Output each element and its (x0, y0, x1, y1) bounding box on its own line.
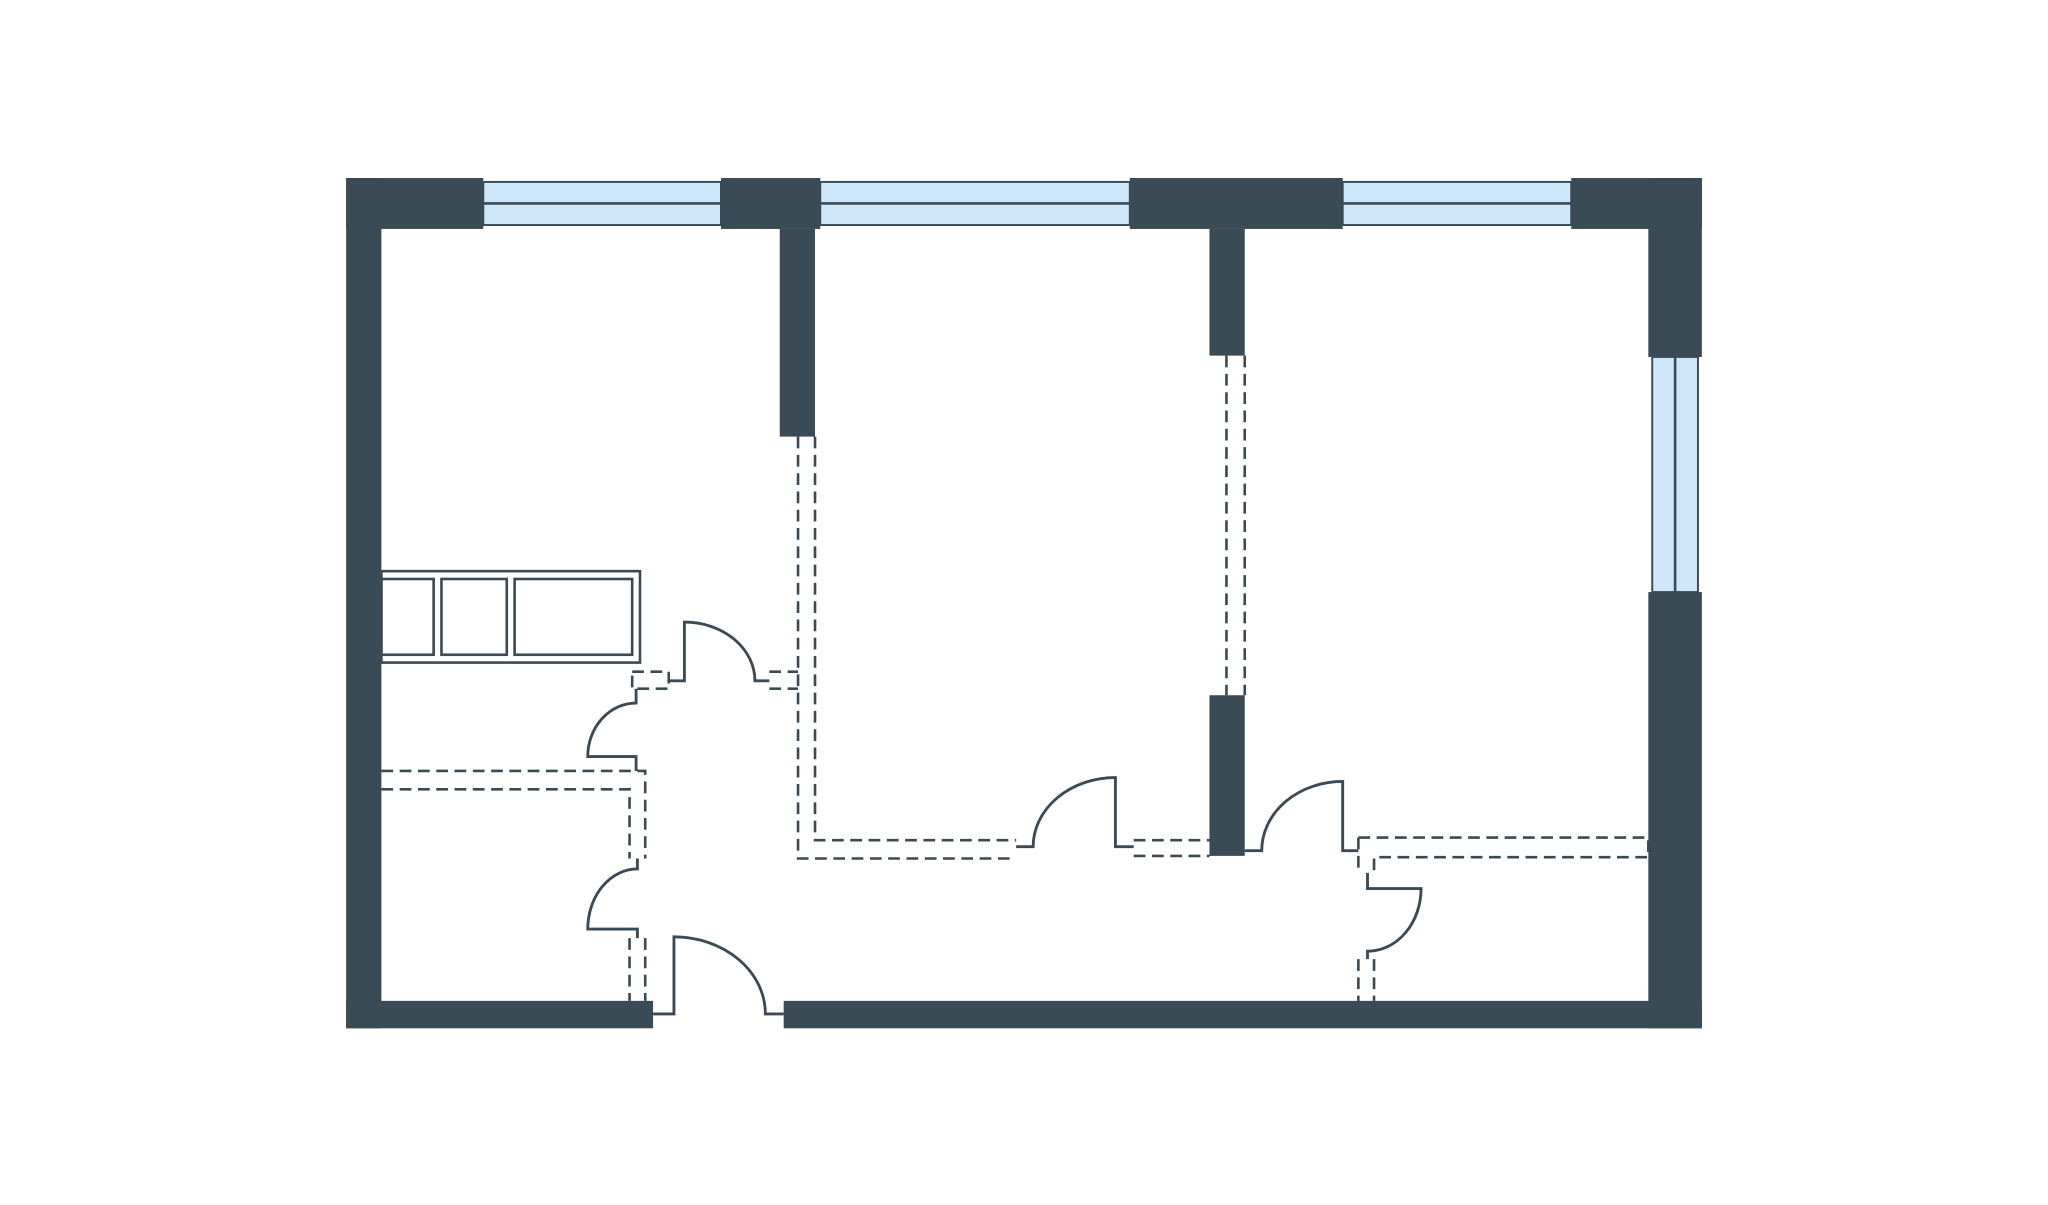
doors (586, 620, 1423, 1016)
partition-wall (779, 228, 816, 437)
window (1651, 355, 1699, 594)
light-partitions (381, 355, 1650, 1001)
door (668, 620, 770, 683)
wall-right-upper (1648, 178, 1702, 357)
kitchen-counter (380, 569, 642, 664)
partition-wall (1209, 228, 1245, 356)
exterior-walls (346, 178, 1702, 1029)
interior-walls (779, 228, 1245, 856)
windows (482, 180, 1699, 594)
window (1341, 180, 1573, 227)
entrance-door (653, 935, 784, 1016)
window (482, 180, 722, 227)
wall-right-lower (1648, 592, 1702, 1029)
wall-bottom-right (783, 1000, 1702, 1029)
door (1366, 872, 1423, 960)
partition-wall (1209, 695, 1245, 856)
wall-top-segment (1129, 178, 1343, 229)
wall-top-segment (720, 178, 821, 229)
wall-bottom-left (346, 1000, 654, 1029)
door (1244, 780, 1359, 853)
window (819, 180, 1131, 227)
door (1016, 776, 1134, 849)
wall-left (346, 178, 382, 1029)
door (586, 688, 638, 771)
door (586, 858, 639, 939)
